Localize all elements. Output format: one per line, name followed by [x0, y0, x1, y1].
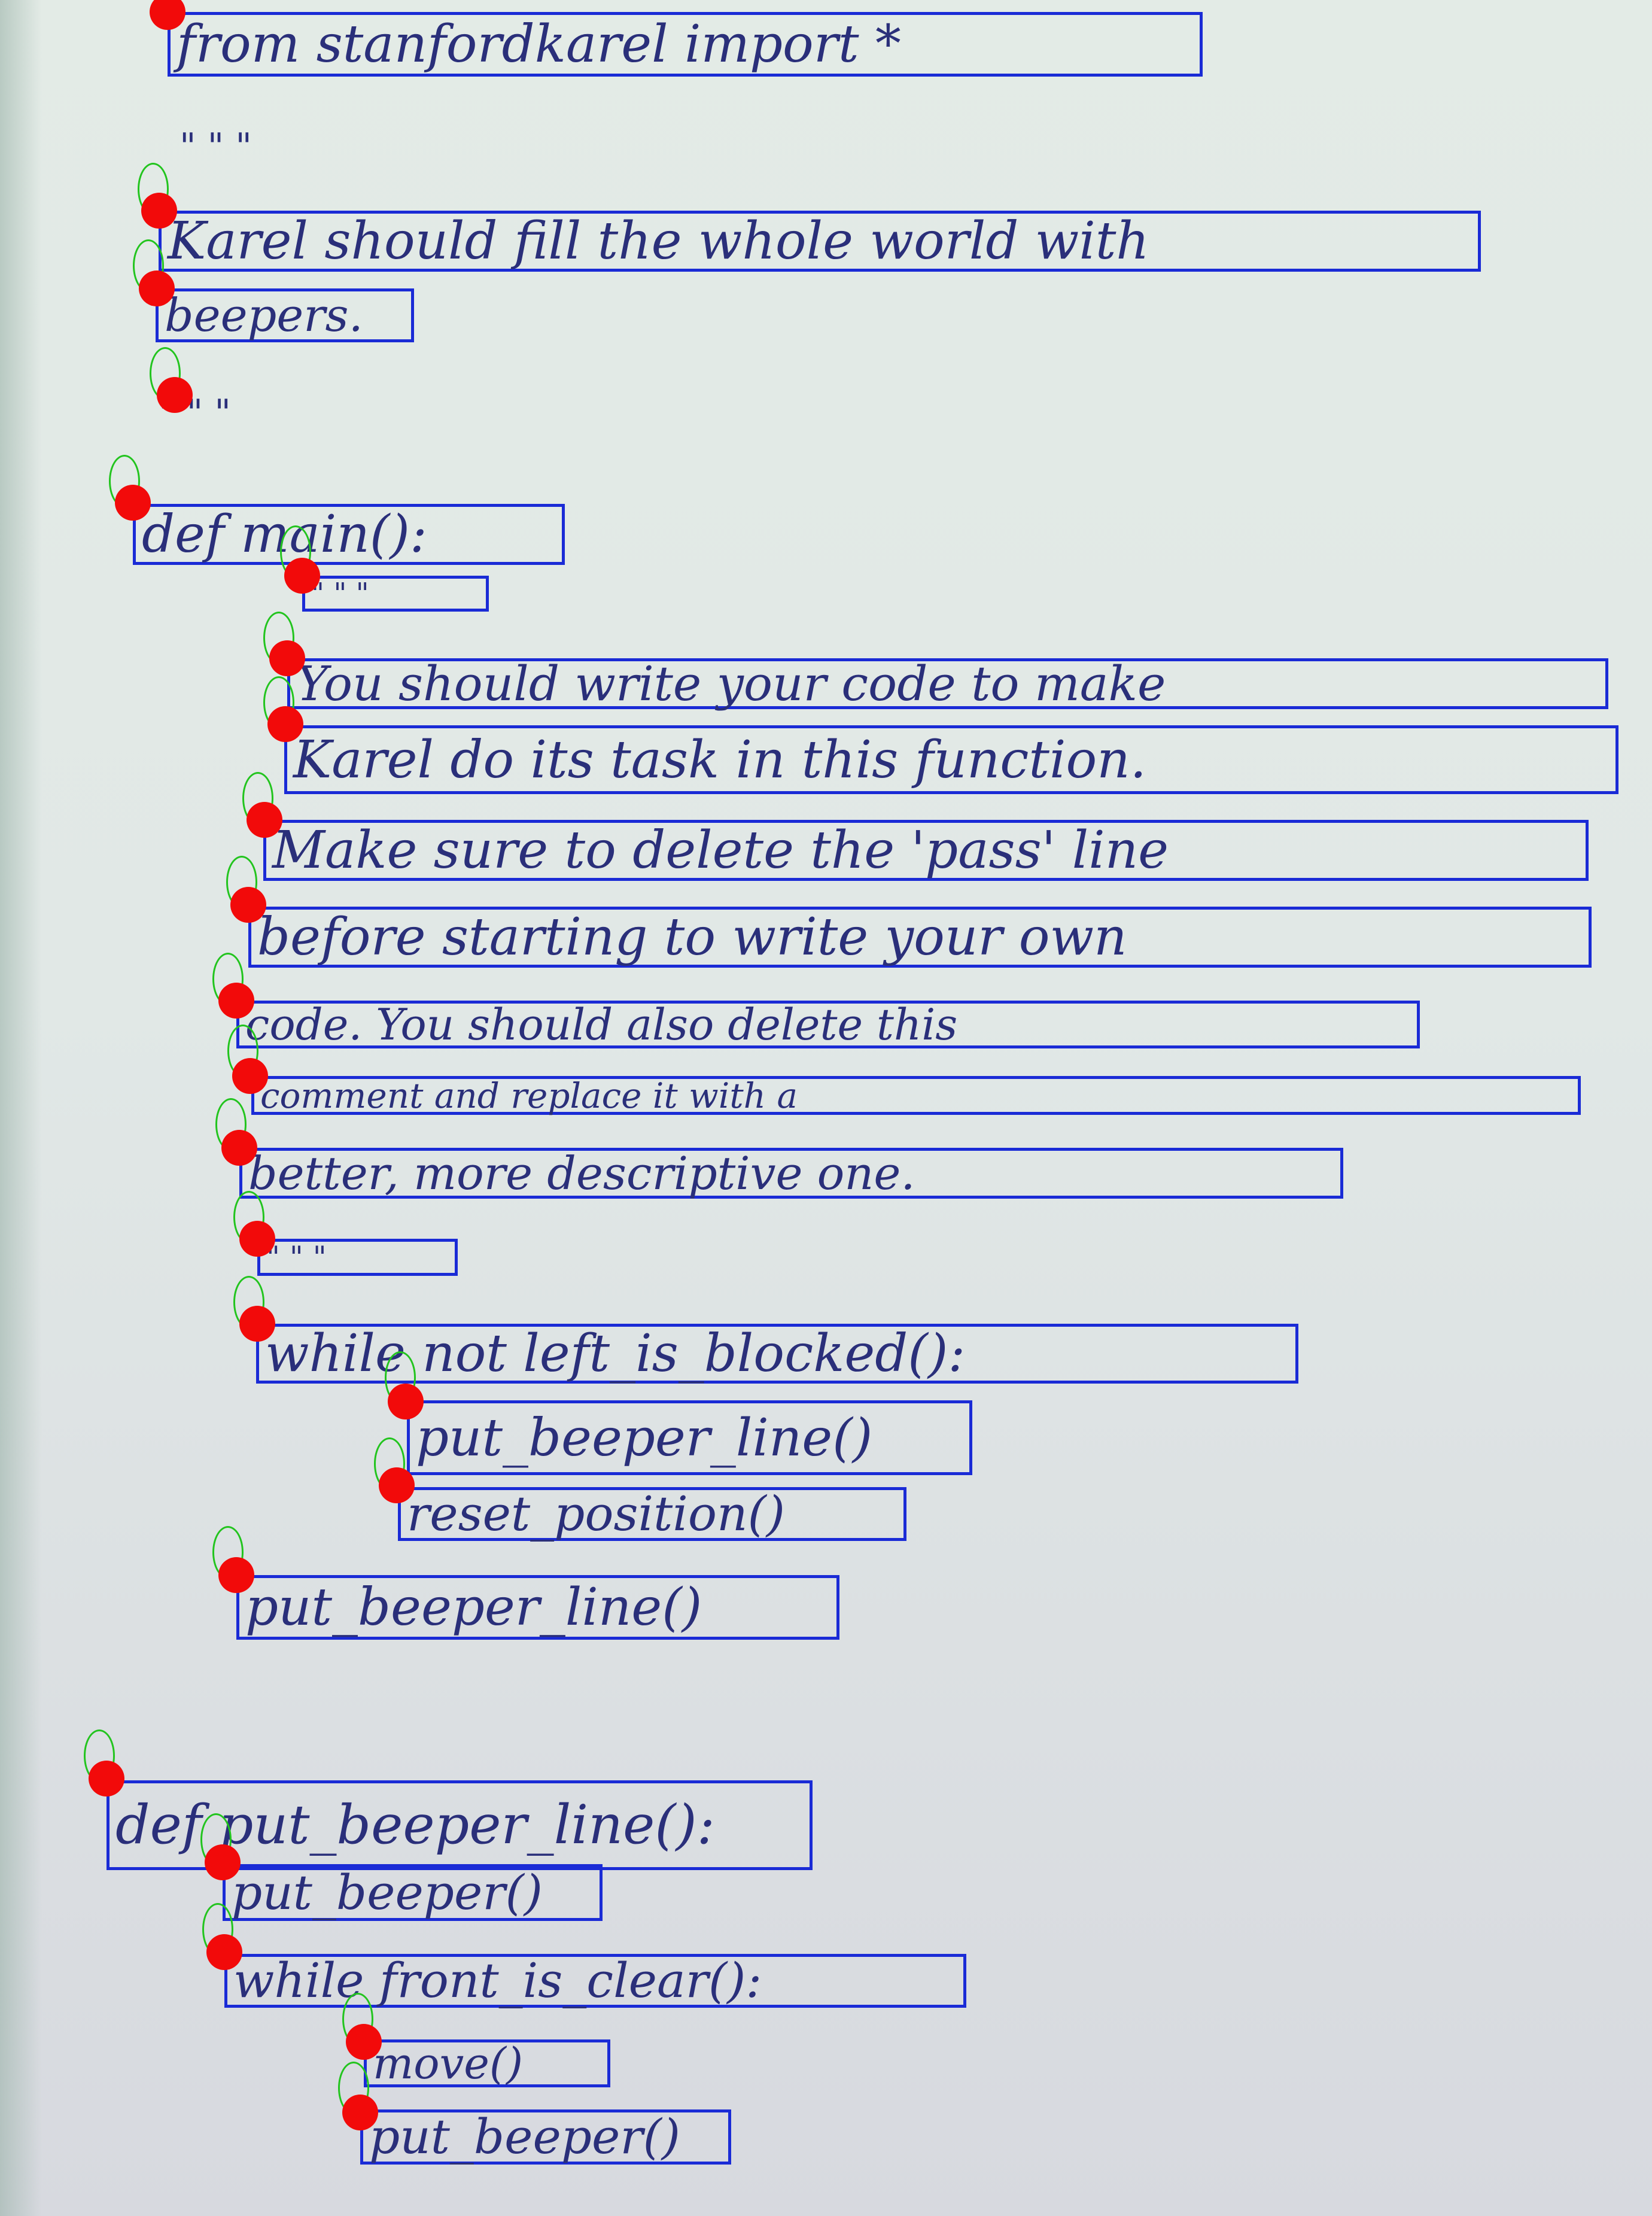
text-line-box: move() [364, 2039, 610, 2087]
line-start-marker [239, 1306, 275, 1342]
line-start-marker [232, 1058, 268, 1094]
text-line-box: Karel should fill the whole world with [159, 211, 1481, 272]
line-start-marker [206, 1934, 242, 1970]
line-start-marker [269, 640, 305, 676]
line-start-marker [284, 558, 320, 594]
text-line-box: put_beeper() [360, 2109, 731, 2165]
text-line-box: before starting to write your own [248, 907, 1592, 968]
text-line-box: Make sure to delete the 'pass' line [263, 820, 1589, 881]
text-line-box: from stanfordkarel import * [168, 12, 1203, 77]
line-start-marker [346, 2024, 382, 2060]
text-line-box: comment and replace it with a [251, 1076, 1581, 1115]
text-line-box: code. You should also delete this [236, 1001, 1420, 1048]
line-start-marker [205, 1844, 241, 1880]
text-line-box: reset_position() [398, 1487, 906, 1541]
line-start-marker [342, 2095, 378, 2130]
text-line-box: put_beeper_line() [407, 1400, 972, 1475]
line-start-marker [218, 983, 254, 1019]
line-start-marker [221, 1130, 257, 1166]
line-start-marker [139, 270, 175, 306]
text-line-box: while front_is_clear(): [224, 1954, 966, 2008]
line-start-marker [239, 1221, 275, 1257]
text-line-box: while not left_is_blocked(): [256, 1324, 1298, 1384]
line-start-marker [218, 1557, 254, 1593]
line-start-marker [150, 0, 185, 30]
text-line-box: You should write your code to make [287, 658, 1608, 709]
line-start-marker [247, 802, 282, 838]
text-line-box: put_beeper_line() [236, 1575, 839, 1640]
text-line-box: " " " [302, 576, 489, 612]
text-line-box: Karel do its task in this function. [284, 725, 1618, 794]
handwritten-line: " " " [180, 126, 252, 168]
line-start-marker [230, 887, 266, 923]
line-start-marker [89, 1761, 124, 1796]
line-start-marker [157, 377, 193, 413]
line-start-marker [141, 193, 177, 229]
line-start-marker [267, 706, 303, 742]
text-line-box: put_beeper() [223, 1864, 603, 1921]
line-start-marker [379, 1467, 415, 1503]
line-start-marker [388, 1384, 424, 1419]
text-line-box: " " " [257, 1239, 458, 1276]
line-start-marker [115, 485, 151, 521]
text-line-box: better, more descriptive one. [239, 1148, 1343, 1199]
page-margin-shadow [0, 0, 42, 2216]
text-line-box: beepers. [156, 288, 414, 342]
text-line-box: def main(): [133, 504, 565, 565]
